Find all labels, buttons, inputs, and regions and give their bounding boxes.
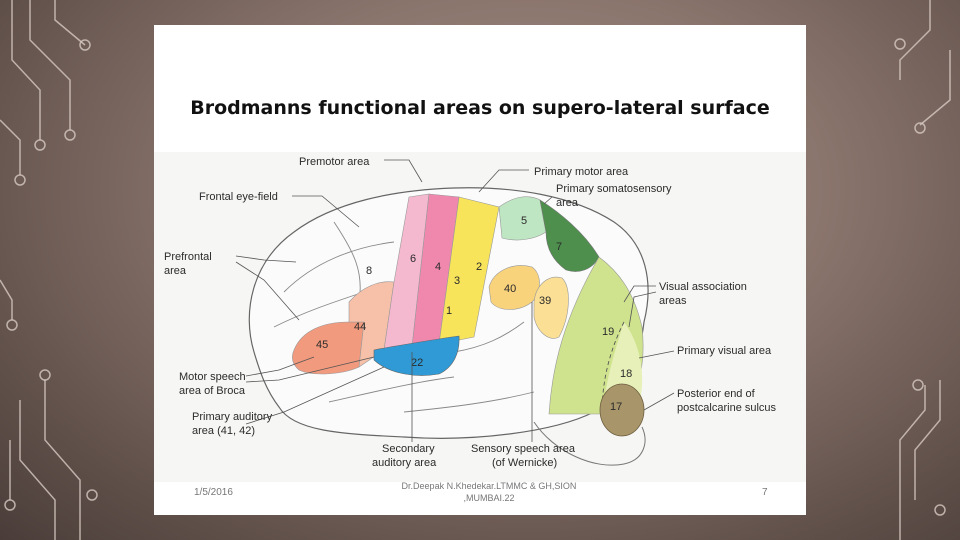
area-number-18: 18	[620, 368, 632, 380]
label-posterior-end-line1: Posterior end of	[677, 388, 756, 400]
area-40-region	[488, 265, 540, 310]
leader-lines	[235, 159, 675, 442]
cerebellum-outline	[533, 421, 646, 466]
label-wernicke-line2: (of Wernicke)	[492, 457, 557, 469]
area-number-19: 19	[602, 326, 614, 338]
area-number-8: 8	[366, 265, 372, 277]
label-visual-association-line2: areas	[659, 295, 687, 307]
area-number-3: 3	[454, 275, 460, 287]
area-7-region	[539, 199, 600, 272]
label-wernicke-line1: Sensory speech area	[471, 443, 576, 455]
area-number-6: 6	[410, 253, 416, 265]
slide: Brodmanns functional areas on supero-lat…	[154, 25, 806, 515]
label-broca-line2: area of Broca	[179, 385, 246, 397]
area-number-39: 39	[539, 295, 551, 307]
area-3-1-2-region	[438, 196, 500, 345]
area-22-region	[373, 335, 460, 376]
area-44-region	[348, 281, 395, 368]
label-secondary-auditory-line1: Secondary	[382, 443, 435, 455]
label-secondary-auditory-line2: auditory area	[372, 457, 437, 469]
label-visual-association-line1: Visual association	[659, 281, 747, 293]
slide-title: Brodmanns functional areas on supero-lat…	[190, 97, 770, 119]
area-number-4: 4	[435, 261, 441, 273]
area-number-2: 2	[476, 261, 482, 273]
footer-date: 1/5/2016	[194, 487, 233, 498]
label-posterior-end-line2: postcalcarine sulcus	[677, 402, 777, 414]
footer-author-line1: Dr.Deepak N.Khedekar.LTMMC & GH,SION	[401, 481, 577, 491]
area-number-22: 22	[411, 357, 423, 369]
brodmann-diagram: 8 6 4 3 2 1 5 7 40 39 44 45 22 19 18 17	[154, 152, 806, 482]
label-primary-auditory-line1: Primary auditory	[192, 411, 273, 423]
area-number-17: 17	[610, 401, 622, 413]
label-prefrontal-line2: area	[164, 265, 187, 277]
label-primary-somatosensory-line1: Primary somatosensory	[556, 183, 672, 195]
area-number-44: 44	[354, 321, 366, 333]
label-broca-line1: Motor speech	[179, 371, 246, 383]
footer-author-line2: ,MUMBAI.22	[463, 493, 515, 503]
label-primary-visual-area: Primary visual area	[677, 345, 772, 357]
area-number-40: 40	[504, 283, 516, 295]
label-frontal-eye-field: Frontal eye-field	[199, 191, 278, 203]
label-primary-motor-area: Primary motor area	[534, 166, 629, 178]
footer-author: Dr.Deepak N.Khedekar.LTMMC & GH,SION ,MU…	[374, 480, 604, 504]
area-45-region	[292, 321, 365, 375]
label-prefrontal-line1: Prefrontal	[164, 251, 212, 263]
label-primary-auditory-line2: area (41, 42)	[192, 425, 255, 437]
area-39-region	[533, 276, 569, 339]
label-premotor-area: Premotor area	[299, 156, 370, 168]
area-number-1: 1	[446, 305, 452, 317]
footer-page-number: 7	[762, 487, 768, 498]
area-number-7: 7	[556, 241, 562, 253]
label-primary-somatosensory-line2: area	[556, 197, 579, 209]
area-number-5: 5	[521, 215, 527, 227]
area-number-45: 45	[316, 339, 328, 351]
